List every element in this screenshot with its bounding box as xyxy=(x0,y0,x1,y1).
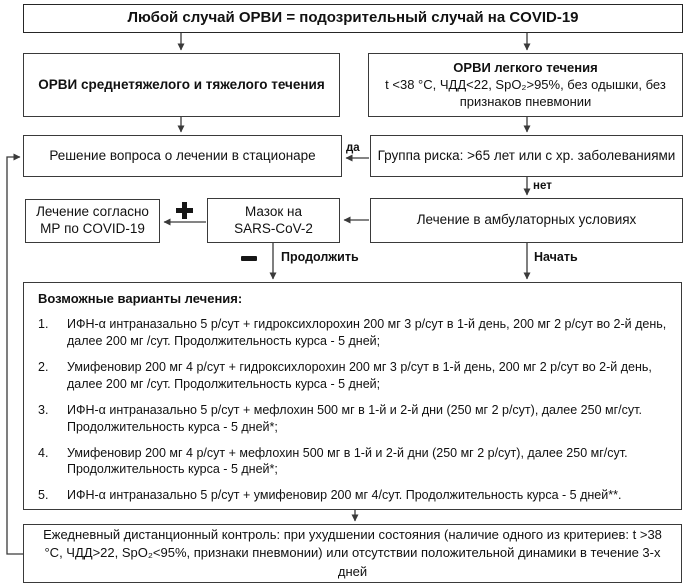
option-text: Умифеновир 200 мг 4 р/сут + мефлохин 500… xyxy=(67,445,628,477)
label-yes: да xyxy=(346,142,360,154)
treatment-options-box: Возможные варианты лечения: 1. ИФН-α инт… xyxy=(23,282,682,510)
monitoring-box: Ежедневный дистанционный контроль: при у… xyxy=(23,524,682,583)
minus-icon xyxy=(241,256,257,261)
option-number: 3. xyxy=(38,402,49,417)
title-box: Любой случай ОРВИ = подозрительный случа… xyxy=(23,4,683,33)
option-item-1: 1. ИФН-α интраназально 5 р/сут + гидрокс… xyxy=(38,316,671,350)
severe-orvi-text: ОРВИ среднетяжелого и тяжелого течения xyxy=(38,76,325,92)
option-number: 2. xyxy=(38,360,49,374)
option-item-3: 3. ИФН-α интраназально 5 р/сут + мефлохи… xyxy=(38,402,671,436)
options-header: Возможные варианты лечения: xyxy=(38,291,243,306)
option-item-2: 2. Умифеновир 200 мг 4 р/сут + гидроксих… xyxy=(38,359,671,393)
hospital-decision-box: Решение вопроса о лечении в стационаре xyxy=(23,135,342,177)
option-number: 1. xyxy=(38,317,49,332)
hospital-decision-text: Решение вопроса о лечении в стационаре xyxy=(49,147,316,163)
outpatient-box: Лечение в амбулаторных условиях xyxy=(370,198,683,243)
severe-orvi-box: ОРВИ среднетяжелого и тяжелого течения xyxy=(23,53,340,117)
risk-group-text: Группа риска: >65 лет или с хр. заболева… xyxy=(377,147,676,163)
label-start: Начать xyxy=(534,250,578,264)
option-number: 5. xyxy=(38,488,49,503)
covid-treatment-text: Лечение согласно МР по COVID-19 xyxy=(36,204,149,236)
monitoring-text: Ежедневный дистанционный контроль: при у… xyxy=(43,527,662,579)
option-text: ИФН-α интраназально 5 р/сут + мефлохин 5… xyxy=(67,402,642,434)
option-text: ИФН-α интраназально 5 р/сут + умифеновир… xyxy=(67,488,622,503)
mild-orvi-criteria: t <38 °C, ЧДД<22, SpO₂>95%, без одышки, … xyxy=(385,77,666,109)
option-text: Умифеновир 200 мг 4 р/сут + гидроксихлор… xyxy=(67,360,652,391)
option-text: ИФН-α интраназально 5 р/сут + гидроксихл… xyxy=(67,317,667,349)
risk-group-box: Группа риска: >65 лет или с хр. заболева… xyxy=(370,135,683,177)
mild-orvi-heading: ОРВИ легкого течения xyxy=(453,60,598,76)
option-item-5: 5. ИФН-α интраназально 5 р/сут + умифено… xyxy=(38,487,671,504)
outpatient-text: Лечение в амбулаторных условиях xyxy=(416,212,637,228)
loop-monitoring-to-hospital xyxy=(6,153,23,555)
label-continue: Продолжить xyxy=(281,250,359,264)
option-number: 4. xyxy=(38,445,49,460)
mild-orvi-box: ОРВИ легкого течения t <38 °C, ЧДД<22, S… xyxy=(368,53,683,117)
swab-box: Мазок на SARS-CoV-2 xyxy=(207,198,340,243)
label-no: нет xyxy=(533,180,552,192)
plus-icon xyxy=(176,202,193,219)
swab-text: Мазок на SARS-CoV-2 xyxy=(234,203,313,236)
covid-treatment-box: Лечение согласно МР по COVID-19 xyxy=(25,199,160,243)
title-text: Любой случай ОРВИ = подозрительный случа… xyxy=(127,9,579,27)
option-item-4: 4. Умифеновир 200 мг 4 р/сут + мефлохин … xyxy=(38,445,671,479)
